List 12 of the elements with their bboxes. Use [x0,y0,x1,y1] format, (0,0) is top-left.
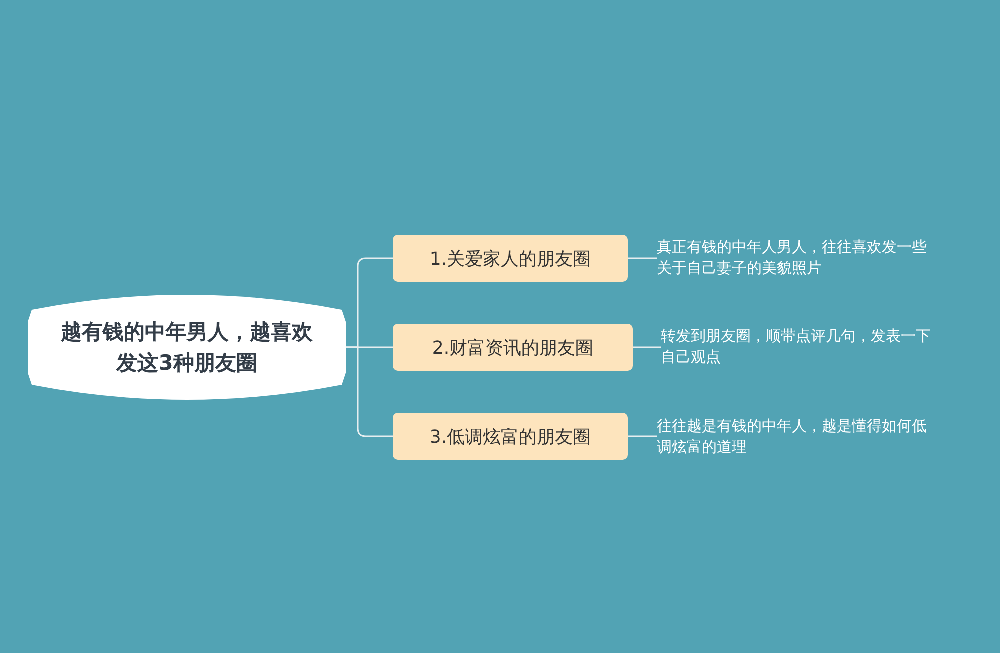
connector-line [346,346,393,438]
note-text: 往往越是有钱的中年人，越是懂得如何低调炫富的道理 [657,414,939,460]
note-text: 真正有钱的中年人男人，往往喜欢发一些关于自己妻子的美貌照片 [657,235,939,281]
topic-box: 3.低调炫富的朋友圈 [393,413,628,460]
connector-line [633,346,661,348]
connector-line [628,258,657,260]
connector-line [628,436,657,438]
topic-box: 1.关爱家人的朋友圈 [393,235,628,282]
central-topic [28,292,346,403]
note-text: 转发到朋友圈，顺带点评几句，发表一下自己观点 [661,324,943,370]
topic-text: 越有钱的中年男人，越喜欢发这3种朋友圈 [60,318,314,376]
topic-box: 2.财富资讯的朋友圈 [393,324,633,371]
